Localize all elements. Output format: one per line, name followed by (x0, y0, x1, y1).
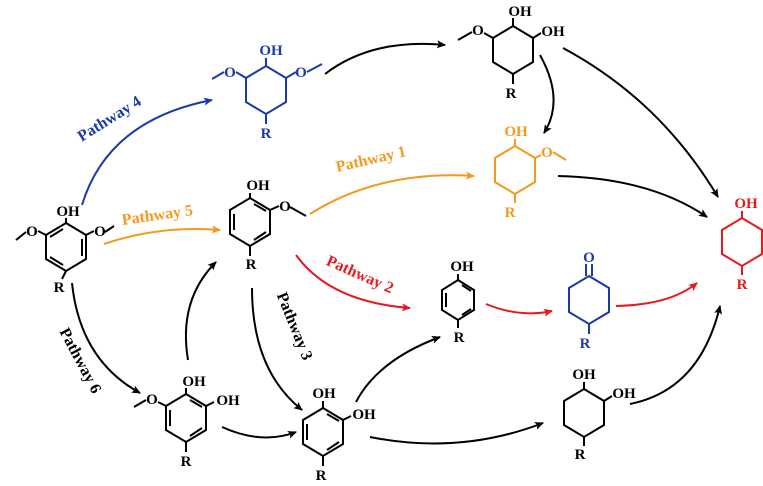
molecule-methoxycyclohexanol: OH O R (494, 124, 567, 221)
molecule-methoxycyclohexanediol: OH OH O R (457, 4, 565, 102)
molecule-syringol: OH O O R (15, 204, 115, 296)
molecule-guaiacol: OH O R (229, 178, 307, 273)
cyclohexanol-product-oh: OH (734, 196, 758, 212)
molecule-dimethoxycyclohexanol: OH O O R (211, 43, 323, 142)
guaiacol-oh: OH (246, 178, 270, 194)
dimethoxycyclohexanol-oh: OH (259, 43, 283, 59)
syringol-o-left: O (26, 224, 38, 240)
molecule-cyclohexanone: O R (568, 250, 610, 352)
methoxycatechol-oh-top: OH (182, 374, 206, 390)
catechol-oh-right: OH (352, 407, 376, 423)
arrow-pathway-5 (103, 225, 221, 245)
arrow-cyclohexanone-to-cyclohexanol (615, 282, 698, 307)
dimethoxycyclohexanol-r: R (261, 126, 272, 142)
methoxycyclohexanediol-oh-right: OH (541, 24, 565, 40)
pathway-2-label: Pathway 2 (324, 253, 396, 298)
pathway-6-label: Pathway 6 (56, 325, 105, 396)
methoxycatechol-oh-right: OH (216, 393, 240, 409)
dimethoxycyclohexanol-o-right: O (295, 65, 307, 81)
phenol-oh: OH (450, 259, 474, 275)
methoxycyclohexanol-r: R (505, 205, 516, 221)
arrow-orange-to-product (557, 175, 708, 218)
cyclohexanediol-oh-right: OH (612, 386, 636, 402)
methoxycyclohexanol-oh: OH (504, 124, 528, 140)
phenol-r: R (454, 330, 465, 346)
cyclohexanediol-oh-top: OH (572, 367, 596, 383)
arrow-black-diol-to-product (562, 47, 719, 198)
molecule-phenol: OH R (441, 259, 475, 346)
methoxycatechol-r: R (181, 454, 192, 470)
syringol-o-right: O (94, 224, 106, 240)
cyclohexanone-r: R (580, 336, 591, 352)
methoxycyclohexanediol-oh-top: OH (508, 4, 532, 20)
molecule-cyclohexanol-product: OH R (721, 196, 763, 293)
cyclohexanediol-r: R (575, 447, 586, 463)
arrow-phenol-to-cyclohexanone (485, 303, 553, 317)
arrow-pathway-4 (81, 97, 213, 206)
molecule-methoxycatechol: OH OH O R (133, 374, 240, 470)
guaiacol-o: O (279, 199, 291, 215)
methoxycyclohexanol-o: O (541, 145, 553, 161)
catechol-oh-top: OH (312, 386, 336, 402)
molecule-catechol: OH OH R (302, 386, 376, 484)
arrow-cyclohexanediol-to-product (629, 305, 723, 405)
cyclohexanol-product-r: R (737, 277, 748, 293)
methoxycatechol-o: O (146, 392, 158, 408)
arrow-pathway-1 (309, 171, 475, 215)
arrow-catechol-to-cyclohexanediol (369, 422, 544, 445)
pathway-1-label: Pathway 1 (334, 143, 408, 176)
arrow-blue-diol-to-black-diol (324, 40, 446, 75)
arrow-pathway-2 (295, 254, 411, 312)
guaiacol-r: R (246, 257, 257, 273)
syringol-r: R (54, 280, 65, 296)
arrow-methoxycatechol-to-catechol (221, 426, 297, 439)
methoxycyclohexanediol-r: R (506, 86, 517, 102)
arrow-pathway-6 (71, 282, 141, 394)
pathway-4-label: Pathway 4 (75, 93, 145, 145)
cyclohexanone-o: O (583, 250, 595, 266)
arrow-pathway-3 (251, 287, 303, 411)
arrow-catechol-to-phenol (355, 336, 441, 403)
methoxycyclohexanediol-o: O (472, 23, 484, 39)
pathway-3-label: Pathway 3 (273, 290, 316, 363)
dimethoxycyclohexanol-o-left: O (224, 65, 236, 81)
arrow-black-diol-to-orange (539, 54, 555, 134)
arrow-methoxycatechol-to-guaiacol (184, 261, 217, 361)
pathway-5-label: Pathway 5 (121, 202, 194, 229)
catechol-r: R (316, 468, 327, 484)
molecule-cyclohexanediol: OH OH R (563, 367, 636, 463)
syringol-oh: OH (56, 204, 80, 220)
